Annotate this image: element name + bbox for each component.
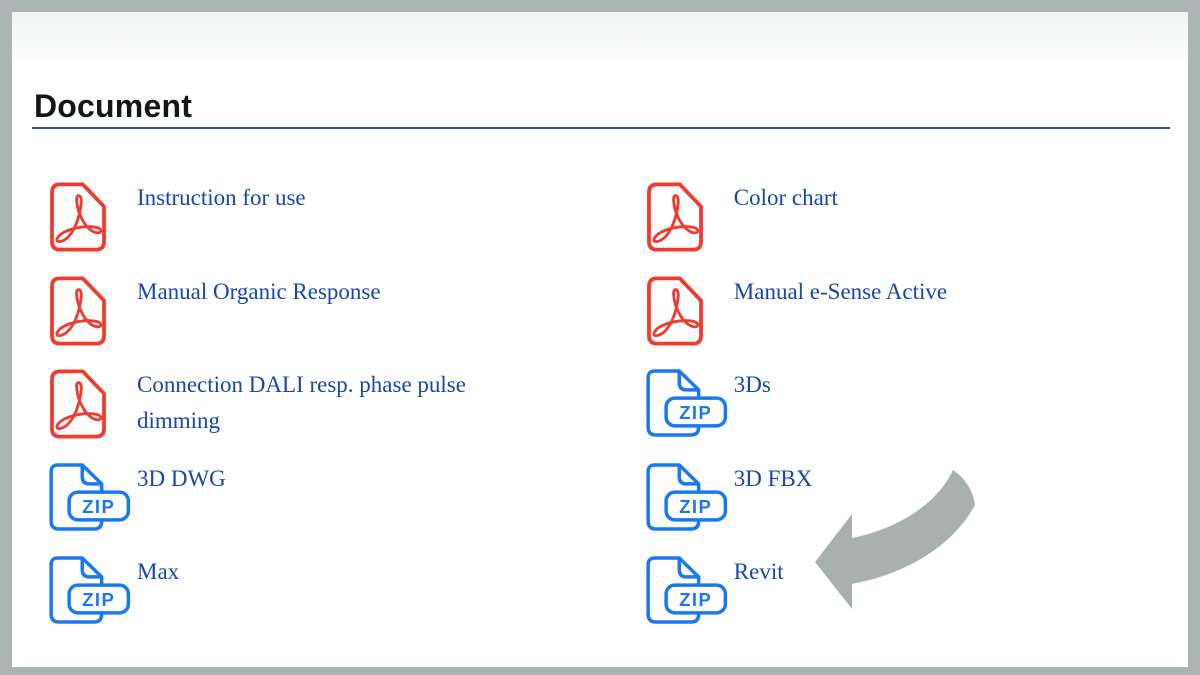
svg-text:ZIP: ZIP <box>679 402 712 423</box>
file-icon-cell: ZIP <box>49 554 137 624</box>
file-icon-cell: ZIP <box>49 461 137 531</box>
zip-file-icon[interactable]: ZIP <box>646 369 728 437</box>
pdf-file-icon[interactable] <box>646 182 704 252</box>
document-link-item[interactable]: ZIP 3Ds <box>634 367 1188 461</box>
document-link-label[interactable]: Color chart <box>733 185 838 210</box>
file-icon-cell <box>49 180 137 252</box>
document-link-label[interactable]: Instruction for use <box>137 185 306 210</box>
document-link-label[interactable]: 3Ds <box>733 372 771 397</box>
zip-file-icon[interactable]: ZIP <box>49 462 131 531</box>
document-column-right: Color chart Manual e-Sense Active ZIP 3D… <box>634 180 1188 648</box>
document-link-label[interactable]: 3D DWG <box>137 465 226 491</box>
document-link-label[interactable]: Max <box>137 559 180 584</box>
zip-file-icon[interactable]: ZIP <box>646 556 728 624</box>
zip-file-icon[interactable]: ZIP <box>646 462 728 531</box>
file-icon-cell: ZIP <box>646 554 734 624</box>
document-link-item[interactable]: ZIP Max <box>37 554 634 648</box>
file-icon-cell <box>49 274 137 346</box>
document-list: Instruction for use Manual Organic Respo… <box>37 180 1188 648</box>
file-icon-cell <box>49 367 137 439</box>
pdf-file-icon[interactable] <box>49 369 107 439</box>
document-link-item[interactable]: ZIP 3D FBX <box>634 461 1188 555</box>
pdf-file-icon[interactable] <box>49 182 107 252</box>
document-link-label[interactable]: Connection DALI resp. phase pulse dimmin… <box>137 372 466 433</box>
document-link-label[interactable]: 3D FBX <box>733 465 813 491</box>
pdf-file-icon[interactable] <box>646 275 704 346</box>
document-link-item[interactable]: Manual Organic Response <box>37 274 634 368</box>
document-link-label[interactable]: Revit <box>733 559 784 584</box>
document-link-item[interactable]: Connection DALI resp. phase pulse dimmin… <box>37 367 634 461</box>
file-icon-cell: ZIP <box>646 461 734 531</box>
pdf-file-icon[interactable] <box>49 275 107 346</box>
svg-text:ZIP: ZIP <box>82 589 115 610</box>
document-link-item[interactable]: ZIP Revit <box>634 554 1188 648</box>
document-link-item[interactable]: ZIP 3D DWG <box>37 461 634 555</box>
document-link-item[interactable]: Instruction for use <box>37 180 634 274</box>
file-icon-cell: ZIP <box>646 367 734 437</box>
document-column-left: Instruction for use Manual Organic Respo… <box>37 180 634 648</box>
file-icon-cell <box>646 180 734 252</box>
svg-text:ZIP: ZIP <box>679 496 712 517</box>
title-divider <box>32 127 1170 129</box>
svg-text:ZIP: ZIP <box>82 496 115 517</box>
document-link-item[interactable]: Manual e-Sense Active <box>634 274 1188 368</box>
svg-text:ZIP: ZIP <box>679 589 712 610</box>
page-title: Document <box>34 88 193 125</box>
document-page: Document Instruction for use Manual Orga… <box>12 12 1188 667</box>
document-link-item[interactable]: Color chart <box>634 180 1188 274</box>
zip-file-icon[interactable]: ZIP <box>49 556 131 624</box>
file-icon-cell <box>646 274 734 346</box>
document-link-label[interactable]: Manual e-Sense Active <box>733 278 948 304</box>
document-link-label[interactable]: Manual Organic Response <box>137 278 381 304</box>
